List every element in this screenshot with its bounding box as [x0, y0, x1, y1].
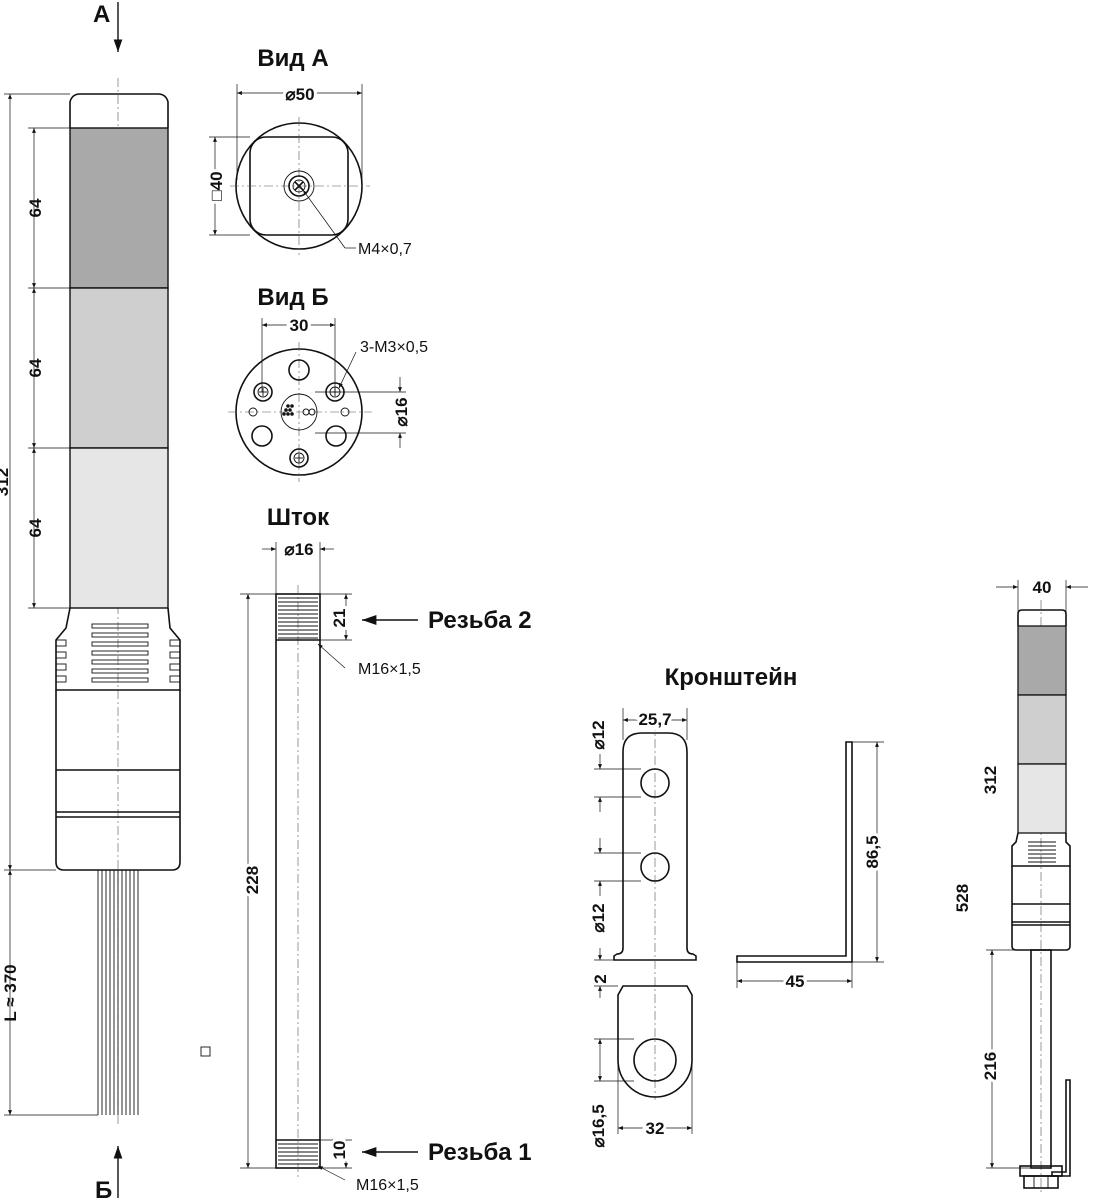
bracket-hole-top — [640, 768, 670, 798]
bracket-dim-width-top: 25,7 — [638, 710, 671, 729]
rod-dim-diameter: ⌀16 — [284, 540, 313, 559]
rod-dim-length: 228 — [243, 866, 262, 894]
assembly-segment-3 — [1017, 763, 1067, 834]
view-b: Вид Б 30 3-M3×0,5 ⌀16 — [228, 284, 428, 482]
main-dim-cable: L ≈ 370 — [1, 964, 20, 1021]
bracket-dim-hole-mid: ⌀12 — [589, 903, 608, 932]
assembly-dim-light-height: 312 — [981, 766, 1000, 794]
view-a-screw-label: M4×0,7 — [358, 241, 412, 258]
bracket-hole-big — [633, 1038, 677, 1082]
rod-title: Шток — [267, 504, 330, 531]
view-b-dim-spacing: 30 — [290, 316, 309, 335]
cable-wires — [97, 870, 139, 1115]
rod: Шток ⌀16 — [240, 504, 532, 1194]
view-a-dim-square: □40 — [207, 171, 226, 200]
main-dim-seg3: 64 — [26, 518, 45, 537]
assembly-vent-slots — [1028, 841, 1056, 863]
main-dim-total: 312 — [0, 468, 12, 496]
bracket-dim-gap: 2 — [591, 974, 610, 983]
view-b-title: Вид Б — [257, 284, 328, 311]
reference-square — [200, 1046, 211, 1057]
bracket-hole-mid — [640, 852, 670, 882]
rod-dim-thread2-len: 21 — [330, 609, 349, 628]
assembly: 40 312 528 216 — [953, 578, 1088, 1192]
rod-thread-2 — [276, 597, 320, 641]
view-b-dim-diameter: ⌀16 — [392, 397, 411, 426]
main-signal-tower: А — [0, 1, 181, 1200]
view-a-arrow-label: А — [93, 1, 110, 28]
assembly-dim-total-height: 528 — [953, 884, 972, 912]
bracket-dim-width-bottom: 32 — [646, 1119, 665, 1138]
bracket-title: Кронштейн — [665, 664, 798, 691]
view-b-holes-label: 3-M3×0,5 — [360, 339, 428, 356]
bracket-dim-hole-top: ⌀12 — [589, 720, 608, 749]
view-a-title: Вид А — [257, 45, 328, 72]
signal-segment-1 — [69, 127, 169, 289]
assembly-segment-1 — [1017, 625, 1067, 696]
bracket-dim-depth: 45 — [786, 972, 805, 991]
vent-slots — [55, 623, 181, 683]
assembly-segment-2 — [1017, 694, 1067, 765]
assembly-dim-rod-height: 216 — [981, 1052, 1000, 1080]
bracket: Кронштейн 25,7 ⌀12 ⌀12 2 — [589, 664, 885, 1148]
assembly-dim-width: 40 — [1033, 578, 1052, 597]
signal-segment-3 — [69, 447, 169, 609]
bracket-dim-hole-big: ⌀16,5 — [589, 1104, 608, 1147]
rod-thread2-spec: M16×1,5 — [358, 661, 421, 678]
bracket-dim-height: 86,5 — [863, 835, 882, 868]
main-dim-seg1: 64 — [26, 198, 45, 217]
rod-dim-thread1-len: 10 — [330, 1141, 349, 1160]
view-a: Вид А ⌀50 □40 M4×0,7 — [204, 45, 412, 258]
view-a-dim-diameter: ⌀50 — [285, 85, 314, 104]
main-dim-seg2: 64 — [26, 358, 45, 377]
rod-thread1-spec: M16×1,5 — [356, 1177, 419, 1194]
rod-thread-1 — [276, 1139, 320, 1165]
signal-segment-2 — [69, 287, 169, 449]
view-b-arrow-label: Б — [95, 1177, 112, 1200]
rod-thread1-label: Резьба 1 — [428, 1139, 532, 1166]
rod-thread2-label: Резьба 2 — [428, 607, 532, 634]
